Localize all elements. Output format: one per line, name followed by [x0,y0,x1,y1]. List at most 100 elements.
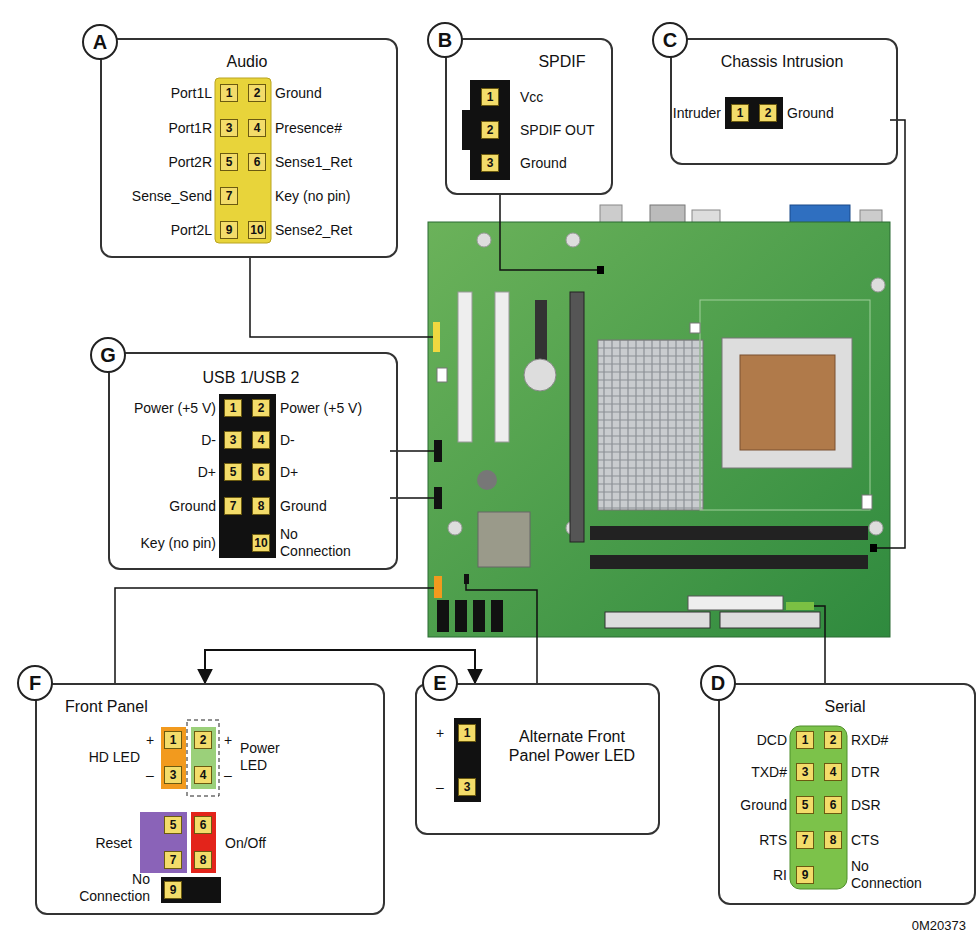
motherboard [434,487,442,509]
polarity-mark: – [146,767,154,783]
signal-name: CTS [851,832,879,848]
signal-name: Power (+5 V) [280,400,362,416]
pin-number: 10 [248,221,266,239]
connector-body [161,727,186,789]
pin-number: 1 [224,399,242,417]
connector-body [790,726,847,889]
polarity-mark: – [224,767,232,783]
signal-name: SPDIF OUT [520,122,595,138]
signal-name: Ground [787,105,834,121]
header-title: Serial [720,697,970,716]
callout-circle: B [427,22,463,58]
pin-number: 3 [220,119,238,137]
leader-line [115,120,905,683]
pin-number: 7 [796,831,814,849]
signal-name: On/Off [225,835,266,851]
connector-body [161,877,221,903]
signal-name: Power LED [240,740,288,774]
pin-number: 7 [164,851,182,869]
header-title: SPDIF [517,52,607,71]
connector-body [462,110,472,150]
signal-name: No Connection [851,858,936,892]
pin-number: 4 [248,119,266,137]
header-panel: Alternate Front Panel Power LED [415,683,660,835]
motherboard [862,495,872,509]
connector-body [454,718,481,802]
motherboard [869,521,883,535]
motherboard [570,292,584,542]
leader-line [877,120,905,548]
motherboard [786,602,814,610]
motherboard [722,338,852,468]
signal-name: No Connection [60,871,150,905]
pin-number: 2 [759,104,777,122]
motherboard [434,440,442,462]
signal-name: D- [280,432,295,448]
signal-name: D- [201,432,216,448]
signal-name: DCD [757,732,787,748]
motherboard [590,526,868,540]
header-title: Chassis Intrusion [672,52,892,71]
signal-name: Ground [520,155,567,171]
leader-line [466,584,537,683]
pin-number: 3 [481,154,499,172]
pin-number: 2 [194,731,212,749]
connector-body [191,727,216,789]
motherboard [690,323,700,333]
signal-name: Sense1_Ret [275,154,352,170]
signal-name: Port2L [171,222,212,238]
pin-number: 5 [224,463,242,481]
pin-number: 3 [796,763,814,781]
leader-line [250,258,433,337]
signal-name: Ground [169,498,216,514]
pin-number: 1 [731,104,749,122]
signal-name: D+ [198,464,216,480]
motherboard [597,266,604,274]
callout-letter: E [433,673,446,693]
signal-name: Port2R [168,154,212,170]
callout-circle: A [82,24,118,60]
polarity-mark: + [146,732,154,748]
signal-name: Ground [740,797,787,813]
pin-number: 3 [224,431,242,449]
motherboard [524,359,556,391]
motherboard [473,600,485,632]
pin-number: 5 [164,816,182,834]
signal-name: DTR [851,764,880,780]
connector-body [140,78,847,903]
motherboard [535,300,547,360]
signal-name: Port1L [171,85,212,101]
pin-number: 7 [220,187,238,205]
signal-name: Ground [280,498,327,514]
motherboard [740,355,835,450]
motherboard [598,340,703,510]
motherboard [458,292,472,442]
pin-number: 6 [194,816,212,834]
connector-body [219,394,276,558]
signal-name: Key (no pin) [275,188,350,204]
callout-circle: F [17,665,53,701]
leader-line [115,588,434,683]
connector-body [215,78,271,243]
pin-number: 8 [252,497,270,515]
signal-name: RTS [759,832,787,848]
connector-body [191,812,216,873]
callout-circle: E [422,665,458,701]
signal-name: Sense2_Ret [275,222,352,238]
signal-name: Power (+5 V) [134,400,216,416]
signal-name: RXD# [851,732,888,748]
signal-name: Sense_Send [132,188,212,204]
header-panel: Front Panel [35,683,385,915]
signal-name: D+ [280,464,298,480]
signal-name: Key (no pin) [141,535,216,551]
signal-name: 0M20373 [912,918,966,934]
polarity-mark: – [436,779,444,795]
pin-number: 2 [252,399,270,417]
motherboard [720,612,820,628]
header-panel: Serial [718,683,976,905]
pin-number: 2 [248,84,266,102]
header-title: Alternate Front Panel Power LED [502,727,642,765]
signal-name: RI [773,867,787,883]
pin-number: 1 [481,88,499,106]
polarity-mark: + [436,725,444,741]
